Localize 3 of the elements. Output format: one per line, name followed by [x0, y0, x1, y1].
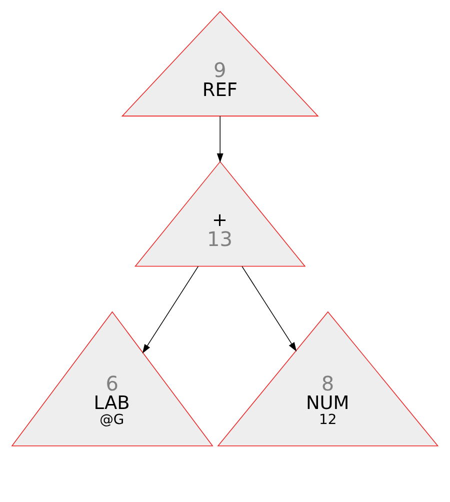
arrow: [242, 266, 297, 352]
arrow: [142, 266, 199, 354]
arrow: [216, 116, 224, 163]
